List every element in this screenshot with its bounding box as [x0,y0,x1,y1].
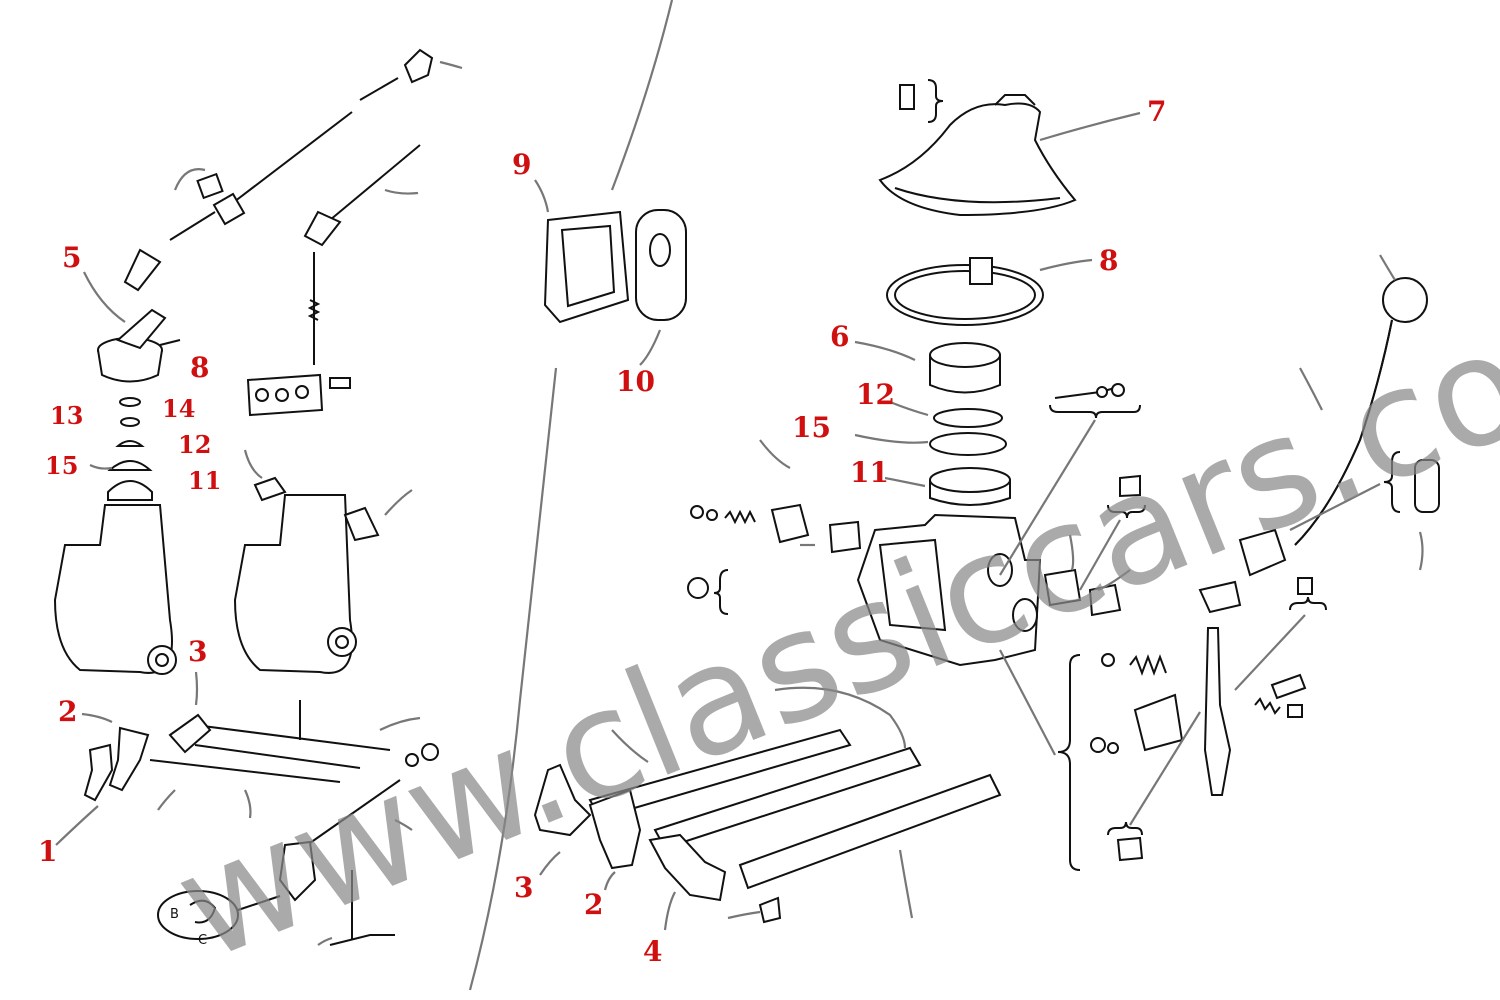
callout-center-9: 9 [512,148,531,181]
detail-letter-c: C [198,933,207,948]
clamp-ring-8 [886,264,1044,326]
rod-4 [738,773,1002,890]
callout-left-15: 15 [45,451,78,480]
elbow-left [123,248,162,292]
callout-left-14: 14 [162,394,195,423]
callout-center-4: 4 [643,935,662,968]
lever-knob-right [1382,277,1428,323]
detail-circle [157,890,239,940]
callout-left-11: 11 [188,466,221,495]
right-assembly [687,79,1440,871]
callout-left-3: 3 [188,635,207,668]
callout-left-8: 8 [190,351,209,384]
gearbox-housing-left-2 [233,494,353,674]
callout-right-11: 11 [850,456,889,489]
lever-sleeve [1414,459,1440,513]
separator-line-bottom [468,367,558,991]
washer-12 [933,408,1003,428]
detail-letter-b: B [170,907,179,922]
gaiter-boot-7 [878,102,1077,217]
callout-left-12: 12 [178,430,211,459]
callout-right-8: 8 [1099,244,1118,277]
gearbox-housing-right [856,513,1042,667]
callout-left-5: 5 [62,241,81,274]
knob-left [403,48,434,84]
callout-right-7: 7 [1147,95,1166,128]
callout-left-1: 1 [38,835,57,868]
gearbox-housing-left-1 [53,504,173,674]
callout-right-15: 15 [792,411,831,444]
callout-right-12: 12 [856,378,895,411]
callout-left-2: 2 [58,695,77,728]
callout-left-13: 13 [50,401,83,430]
callout-center-2: 2 [584,888,603,921]
fork-4 [648,833,727,902]
watermark-text: www.classiccars.co.at [154,223,1500,995]
callout-center-3: 3 [514,871,533,904]
fork-left [108,726,150,792]
center-assembly [533,179,1002,931]
clamp-screw-8 [969,257,993,285]
bush-left [196,172,224,200]
ring-15 [929,432,1007,456]
left-assembly: B C [53,48,463,948]
callout-right-6: 6 [830,320,849,353]
screw-7 [899,84,915,110]
separator-line-top [610,0,674,191]
fork-3 [533,763,592,837]
callout-center-10: 10 [616,365,655,398]
fork-2 [588,788,642,870]
shift-arm-right [1203,627,1232,796]
